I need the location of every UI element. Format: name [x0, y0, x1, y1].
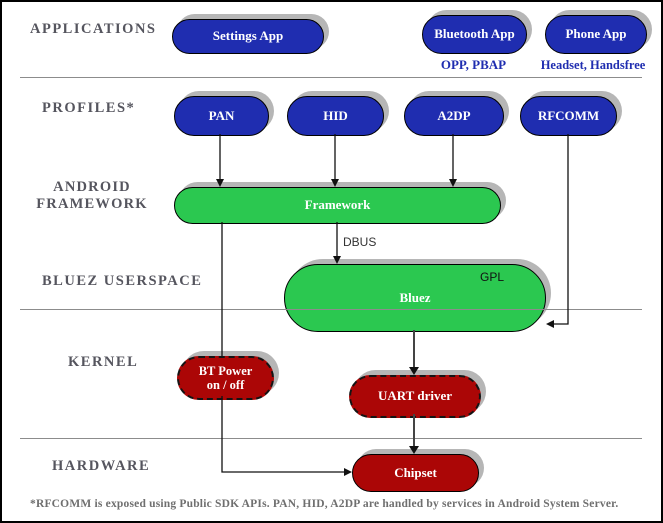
node-bluetooth-app: Bluetooth App [422, 15, 527, 54]
node-hid-label: HID [323, 107, 348, 123]
node-settings-app: Settings App [172, 19, 324, 54]
node-chipset-label: Chipset [394, 464, 437, 480]
layer-label-profiles: PROFILES* [42, 100, 136, 116]
layer-label-hardware: HARDWARE [52, 458, 151, 474]
separator-kernel-hardware [20, 438, 642, 439]
arrow-uart-to-chipset [409, 414, 419, 454]
node-phone-app: Phone App [545, 15, 647, 54]
arrow-framework-to-bluez-dbus [333, 222, 341, 264]
arrow-bluez-to-uart [409, 330, 419, 375]
layer-label-android-framework-line1: ANDROID [53, 179, 131, 195]
footnote: *RFCOMM is exposed using Public SDK APIs… [30, 498, 619, 510]
layer-label-android-framework-line2: FRAMEWORK [36, 196, 148, 212]
arrow-rfcomm-to-bluez [546, 134, 569, 328]
node-settings-app-label: Settings App [212, 28, 284, 44]
caption-opp-pbap: OPP, PBAP [440, 57, 507, 72]
layer-label-kernel: KERNEL [68, 354, 139, 370]
label-gpl: GPL [480, 270, 505, 284]
node-pan-label: PAN [208, 107, 235, 123]
label-dbus: DBUS [343, 235, 377, 249]
arrow-pan-to-framework [216, 134, 224, 187]
layer-label-bluez-userspace: BLUEZ USERSPACE [42, 273, 203, 289]
node-bt-power: BT Power on / off [177, 356, 274, 400]
layer-label-android-framework: ANDROID FRAMEWORK [27, 179, 157, 213]
arrow-a2dp-to-framework [449, 134, 457, 187]
separator-applications-profiles [20, 77, 642, 78]
arrow-hid-to-framework [331, 134, 339, 187]
node-phone-app-label: Phone App [565, 26, 627, 42]
node-rfcomm: RFCOMM [520, 96, 617, 136]
separator-bluez-kernel [20, 309, 642, 310]
node-pan: PAN [174, 96, 269, 136]
node-bluez-label: Bluez [399, 289, 431, 305]
node-chipset: Chipset [352, 454, 479, 492]
node-framework: Framework [174, 187, 501, 224]
node-bluez: Bluez [284, 264, 546, 332]
node-bt-power-line1: BT Power [198, 363, 253, 378]
node-a2dp-label: A2DP [437, 107, 471, 123]
node-bt-power-line2: on / off [206, 378, 245, 392]
node-a2dp: A2DP [404, 96, 504, 136]
arrow-bt-power-to-chipset [221, 396, 352, 476]
node-framework-label: Framework [304, 197, 371, 213]
node-uart-driver: UART driver [349, 375, 481, 418]
layer-label-applications: APPLICATIONS [30, 21, 157, 37]
node-rfcomm-label: RFCOMM [537, 107, 600, 123]
node-bluetooth-app-label: Bluetooth App [434, 26, 515, 42]
caption-headset-handsfree: Headset, Handsfree [540, 58, 646, 72]
node-uart-driver-label: UART driver [377, 388, 453, 404]
node-hid: HID [287, 96, 384, 136]
